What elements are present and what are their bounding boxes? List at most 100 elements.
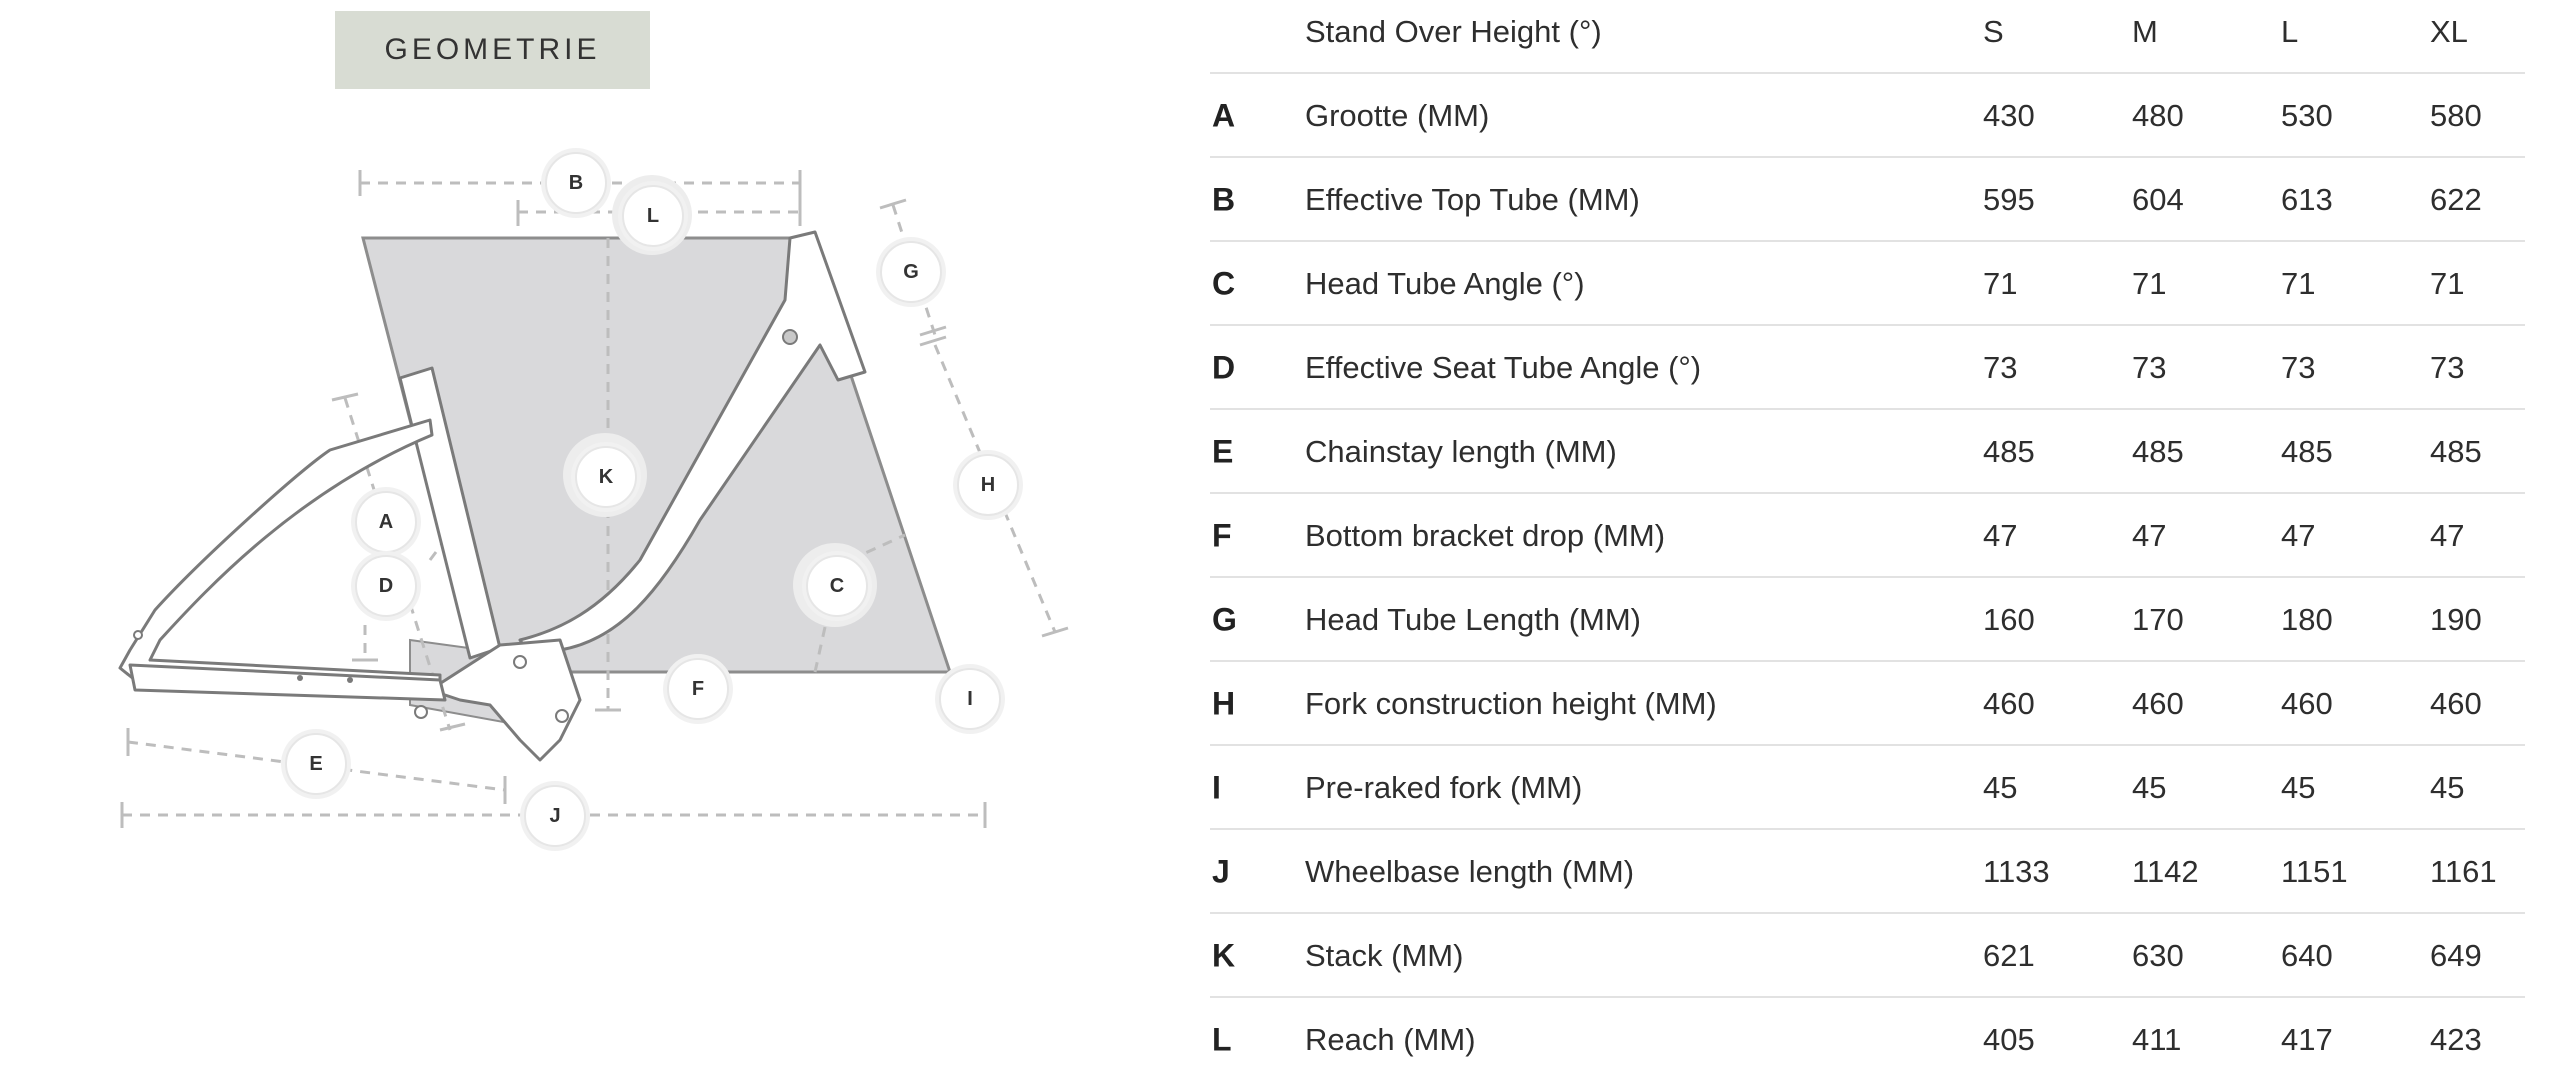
row-value: 45 bbox=[2132, 770, 2167, 805]
row-value: 170 bbox=[2132, 602, 2184, 637]
row-key: C bbox=[1212, 265, 1236, 302]
row-value: 485 bbox=[2132, 434, 2184, 469]
row-label: Reach (MM) bbox=[1305, 1022, 1476, 1057]
row-label: Wheelbase length (MM) bbox=[1305, 854, 1635, 889]
frame-geometry-diagram: B L G K H A D C F I E J bbox=[0, 0, 1170, 1078]
row-value: 180 bbox=[2281, 602, 2333, 637]
header-size-l: L bbox=[2281, 14, 2299, 49]
row-value: 460 bbox=[2430, 686, 2482, 721]
row-label: Head Tube Angle (°) bbox=[1305, 266, 1585, 301]
table-row: A Grootte (MM) 430 480 530 580 bbox=[1210, 72, 2525, 158]
row-value: 1133 bbox=[1983, 854, 2050, 889]
measurement-ticks bbox=[120, 170, 1069, 828]
row-value: 71 bbox=[2281, 266, 2316, 301]
row-value: 460 bbox=[1983, 686, 2035, 721]
row-value: 71 bbox=[1983, 266, 2018, 301]
table-row: C Head Tube Angle (°) 71 71 71 71 bbox=[1210, 240, 2525, 326]
row-label: Head Tube Length (MM) bbox=[1305, 602, 1642, 637]
row-value: 1151 bbox=[2281, 854, 2348, 889]
table-header-row: Stand Over Height (°) S M L XL bbox=[1210, 0, 2525, 74]
row-value: 45 bbox=[2281, 770, 2316, 805]
row-label: Bottom bracket drop (MM) bbox=[1305, 518, 1666, 553]
row-value: 621 bbox=[1983, 938, 2035, 973]
row-value: 649 bbox=[2430, 938, 2482, 973]
bike-frame bbox=[118, 230, 867, 762]
row-value: 45 bbox=[1983, 770, 2018, 805]
row-value: 423 bbox=[2430, 1022, 2482, 1057]
row-value: 430 bbox=[1983, 98, 2035, 133]
row-value: 530 bbox=[2281, 98, 2333, 133]
row-value: 71 bbox=[2132, 266, 2167, 301]
marker-h: H bbox=[957, 454, 1019, 516]
row-value: 485 bbox=[2281, 434, 2333, 469]
row-value: 580 bbox=[2430, 98, 2482, 133]
header-size-m: M bbox=[2132, 14, 2158, 49]
row-value: 1161 bbox=[2430, 854, 2497, 889]
row-value: 73 bbox=[2281, 350, 2316, 385]
table-row: J Wheelbase length (MM) 1133 1142 1151 1161 bbox=[1210, 828, 2525, 914]
marker-f: F bbox=[667, 658, 729, 720]
marker-a: A bbox=[355, 491, 417, 553]
row-label: Effective Top Tube (MM) bbox=[1305, 182, 1640, 217]
row-value: 460 bbox=[2281, 686, 2333, 721]
row-value: 460 bbox=[2132, 686, 2184, 721]
row-value: 73 bbox=[2430, 350, 2465, 385]
row-value: 73 bbox=[2132, 350, 2167, 385]
row-value: 485 bbox=[2430, 434, 2482, 469]
row-label: Pre-raked fork (MM) bbox=[1305, 770, 1583, 805]
row-value: 190 bbox=[2430, 602, 2482, 637]
row-key: H bbox=[1212, 685, 1236, 722]
row-key: J bbox=[1212, 853, 1230, 890]
row-label: Fork construction height (MM) bbox=[1305, 686, 1717, 721]
row-value: 73 bbox=[1983, 350, 2018, 385]
row-label: Stack (MM) bbox=[1305, 938, 1464, 973]
marker-l: L bbox=[622, 185, 684, 247]
row-label: Chainstay length (MM) bbox=[1305, 434, 1617, 469]
row-value: 630 bbox=[2132, 938, 2184, 973]
row-value: 417 bbox=[2281, 1022, 2333, 1057]
row-value: 480 bbox=[2132, 98, 2184, 133]
row-value: 640 bbox=[2281, 938, 2333, 973]
marker-j: J bbox=[524, 785, 586, 847]
row-key: L bbox=[1212, 1021, 1232, 1058]
rear-stays bbox=[118, 418, 442, 692]
table-row: H Fork construction height (MM) 460 460 460 4… bbox=[1210, 660, 2525, 746]
row-value: 47 bbox=[2430, 518, 2465, 553]
header-label: Stand Over Height (°) bbox=[1305, 14, 1602, 49]
table-row: L Reach (MM) 405 411 417 423 bbox=[1210, 996, 2525, 1082]
tab-geometrie-label: GEOMETRIE bbox=[384, 33, 601, 66]
marker-c: C bbox=[806, 555, 868, 617]
row-value: 45 bbox=[2430, 770, 2465, 805]
row-key: I bbox=[1212, 769, 1221, 806]
table-row: I Pre-raked fork (MM) 45 45 45 45 bbox=[1210, 744, 2525, 830]
row-key: D bbox=[1212, 349, 1236, 386]
row-label: Grootte (MM) bbox=[1305, 98, 1490, 133]
marker-e: E bbox=[285, 733, 347, 795]
row-value: 71 bbox=[2430, 266, 2465, 301]
marker-i: I bbox=[939, 668, 1001, 730]
row-value: 622 bbox=[2430, 182, 2482, 217]
row-value: 1142 bbox=[2132, 854, 2199, 889]
row-value: 405 bbox=[1983, 1022, 2035, 1057]
marker-g: G bbox=[880, 241, 942, 303]
down-tube bbox=[518, 230, 867, 657]
marker-d: D bbox=[355, 555, 417, 617]
chainstay bbox=[128, 663, 447, 702]
table-row: K Stack (MM) 621 630 640 649 bbox=[1210, 912, 2525, 998]
row-key: A bbox=[1212, 97, 1236, 134]
row-key: E bbox=[1212, 433, 1234, 470]
row-value: 613 bbox=[2281, 182, 2333, 217]
row-value: 47 bbox=[1983, 518, 2018, 553]
row-value: 411 bbox=[2132, 1022, 2182, 1057]
row-value: 604 bbox=[2132, 182, 2184, 217]
header-size-xl: XL bbox=[2430, 14, 2468, 49]
row-key: B bbox=[1212, 181, 1236, 218]
row-key: K bbox=[1212, 937, 1236, 974]
row-value: 47 bbox=[2281, 518, 2316, 553]
tab-geometrie[interactable]: GEOMETRIE bbox=[335, 11, 650, 89]
